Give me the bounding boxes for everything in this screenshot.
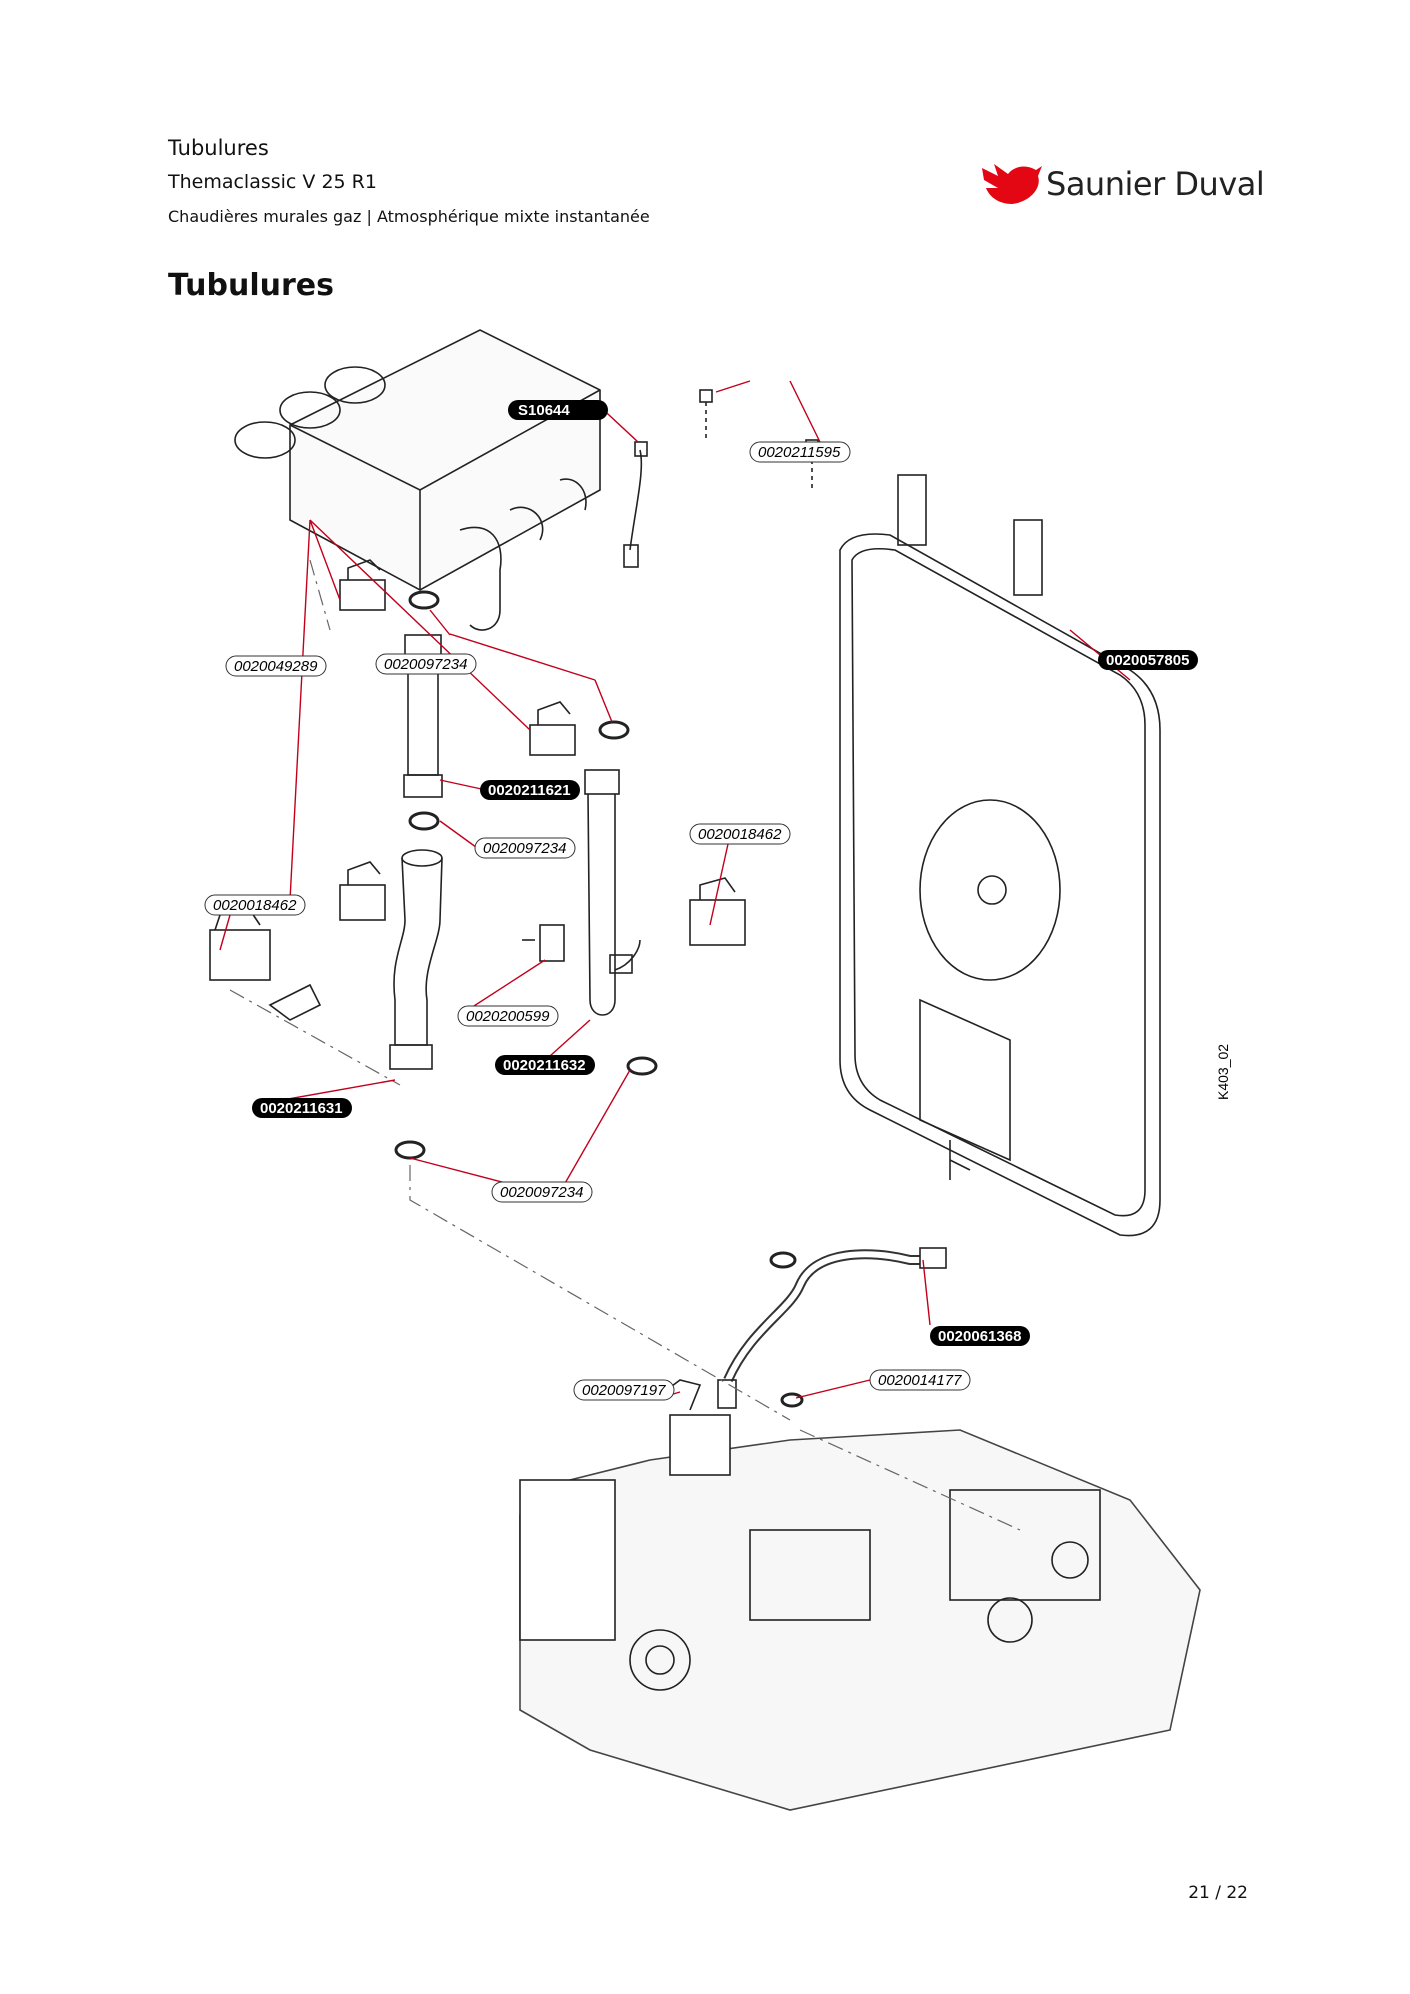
label-0020057805: 0020057805 — [1098, 650, 1198, 670]
svg-text:0020211595: 0020211595 — [758, 444, 841, 461]
section-title: Tubulures — [168, 268, 334, 303]
label-0020211631: 0020211631 — [252, 1098, 352, 1118]
expansion-vessel — [839, 474, 1161, 1237]
label-0020211595: 0020211595 — [749, 441, 851, 463]
svg-text:S10644: S10644 — [518, 402, 570, 419]
diagram-reference: K403_02 — [1215, 1044, 1231, 1100]
label-0020049289: 0020049289 — [225, 655, 327, 677]
screws — [699, 389, 819, 490]
pipe-left-lower — [389, 849, 443, 1070]
label-0020097234-top: 0020097234 — [375, 653, 477, 675]
svg-text:0020097234: 0020097234 — [384, 656, 467, 673]
clip-lower — [339, 861, 386, 921]
clip-upper — [339, 559, 386, 611]
svg-text:0020097234: 0020097234 — [483, 840, 566, 857]
svg-text:0020211632: 0020211632 — [503, 1057, 586, 1074]
doc-model: Themaclassic V 25 R1 — [168, 171, 377, 193]
svg-text:0020049289: 0020049289 — [234, 658, 318, 675]
hose — [717, 1247, 947, 1409]
small-clip — [268, 983, 322, 1021]
svg-text:0020061368: 0020061368 — [938, 1328, 1021, 1345]
svg-text:0020211631: 0020211631 — [260, 1100, 343, 1117]
label-0020014177: 0020014177 — [869, 1369, 971, 1391]
svg-text:0020097197: 0020097197 — [582, 1382, 666, 1399]
connector — [522, 924, 565, 962]
doc-category: Chaudières murales gaz | Atmosphérique m… — [168, 207, 650, 226]
page-number: 21 / 22 — [1188, 1883, 1248, 1903]
label-0020211621: 0020211621 — [480, 780, 580, 800]
svg-text:0020018462: 0020018462 — [698, 826, 782, 843]
label-0020200599: 0020200599 — [457, 1005, 559, 1027]
label-0020097197: 0020097197 — [573, 1379, 675, 1401]
hydraulic-block — [519, 1414, 1201, 1811]
svg-text:0020057805: 0020057805 — [1106, 652, 1189, 669]
label-0020018462-right: 0020018462 — [689, 823, 791, 845]
svg-text:0020200599: 0020200599 — [466, 1008, 550, 1025]
label-0020211632: 0020211632 — [495, 1055, 595, 1075]
bird-logo-icon — [982, 164, 1042, 204]
svg-text:0020018462: 0020018462 — [213, 897, 297, 914]
label-0020097234-mid: 0020097234 — [474, 837, 576, 859]
clip-outer — [209, 909, 271, 981]
clip-mid — [529, 701, 576, 756]
heat-exchanger — [234, 329, 601, 631]
exploded-diagram: S10644 0020211595 0020049289 0020097234 … — [204, 329, 1231, 1811]
label-s10644: S10644 — [508, 400, 608, 420]
doc-title: Tubulures — [168, 136, 269, 160]
sensor-cable — [623, 441, 648, 568]
clip-right — [689, 877, 746, 946]
brand-name: Saunier Duval — [1046, 165, 1265, 203]
pipe-right — [584, 769, 641, 1016]
svg-text:0020211621: 0020211621 — [488, 782, 571, 799]
label-0020061368: 0020061368 — [930, 1326, 1030, 1346]
svg-text:0020097234: 0020097234 — [500, 1184, 583, 1201]
label-0020097234-bottom: 0020097234 — [491, 1181, 593, 1203]
label-0020018462-left: 0020018462 — [204, 894, 306, 916]
svg-text:0020014177: 0020014177 — [878, 1372, 962, 1389]
